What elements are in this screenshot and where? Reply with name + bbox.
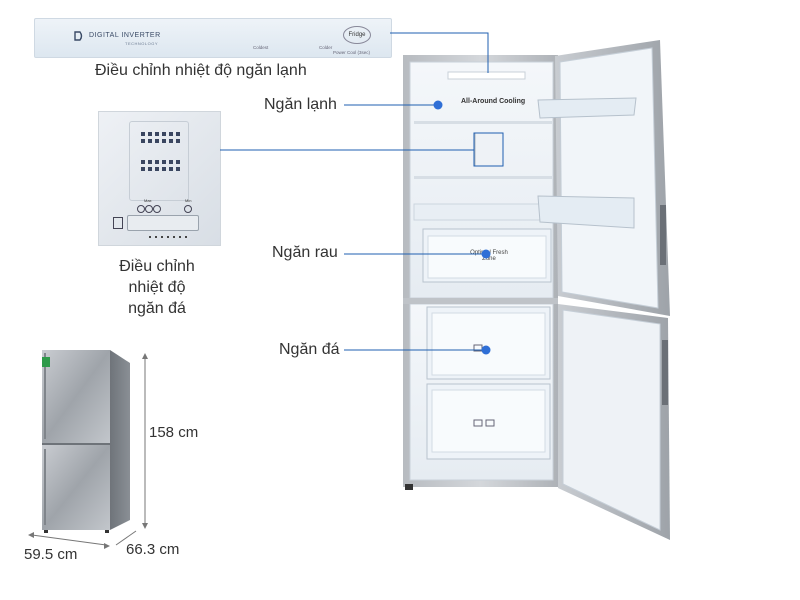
dot-matrix-bottom <box>141 160 180 171</box>
inner-control-panel <box>474 132 504 167</box>
fresh-zone-text: Optimal Fresh Zone <box>468 250 510 262</box>
freezer-drawers <box>426 306 551 460</box>
freezer-door-open <box>558 304 670 540</box>
min-text: Min <box>185 198 192 203</box>
depth-dimension-label: 66.3 cm <box>126 541 180 558</box>
colder-text: Colder <box>319 45 333 50</box>
max-text: Max <box>144 198 152 203</box>
coldest-text: Coldest <box>253 45 269 50</box>
brand-subtext: TECHNOLOGY <box>125 41 159 46</box>
all-around-cooling-text: All-Around Cooling <box>461 98 526 105</box>
fridge-dimension-diagram <box>28 350 148 549</box>
freezer-control-label-line3: ngăn đá <box>128 300 186 317</box>
mid-button-icon <box>145 205 153 213</box>
vegetable-compartment-label: Ngăn rau <box>272 244 338 261</box>
fresh-zone-text-line2: Zone <box>482 256 496 262</box>
dot-matrix-top <box>141 132 180 143</box>
brand-logo-icon <box>74 31 83 41</box>
freezer-control-label: Điều chỉnh nhiệt độ ngăn đá <box>114 256 200 319</box>
fridge-button-graphic: Fridge <box>343 26 371 44</box>
inner-display-strip <box>447 71 526 80</box>
freezer-control-label-line1: Điều chỉnh <box>119 258 195 275</box>
fridge-door-open <box>537 40 670 316</box>
display-frame <box>129 121 189 201</box>
min-button-icon <box>184 205 192 213</box>
thumbnail-fridge-body <box>42 350 130 533</box>
fridge-control-panel-image: DIGITAL INVERTER TECHNOLOGY Coldest Cold… <box>34 18 392 58</box>
slider-track <box>127 215 199 231</box>
energy-label-icon <box>42 357 50 367</box>
width-dimension-line <box>28 532 110 549</box>
brand-text: DIGITAL INVERTER <box>89 32 161 39</box>
door-shelf-upper <box>537 97 637 119</box>
height-dimension-line <box>142 353 148 529</box>
mid2-button-icon <box>153 205 161 213</box>
depth-dimension-line <box>115 530 137 546</box>
lock-icon <box>113 217 123 229</box>
level-dots <box>149 236 187 238</box>
height-dimension-label: 158 cm <box>149 424 199 441</box>
fridge-compartment-label: Ngăn lạnh <box>264 96 337 113</box>
max-button-icon <box>137 205 145 213</box>
fridge-control-label: Điều chỉnh nhiệt độ ngăn lạnh <box>95 62 307 79</box>
power-cool-text: Power Cool (3sec) <box>333 50 371 55</box>
door-shelf-lower <box>537 195 635 229</box>
freezer-control-label-line2: nhiệt độ <box>128 279 186 296</box>
freezer-compartment-label: Ngăn đá <box>279 341 340 358</box>
freezer-control-panel-image: Max Min <box>98 111 221 246</box>
width-dimension-label: 59.5 cm <box>24 546 78 563</box>
